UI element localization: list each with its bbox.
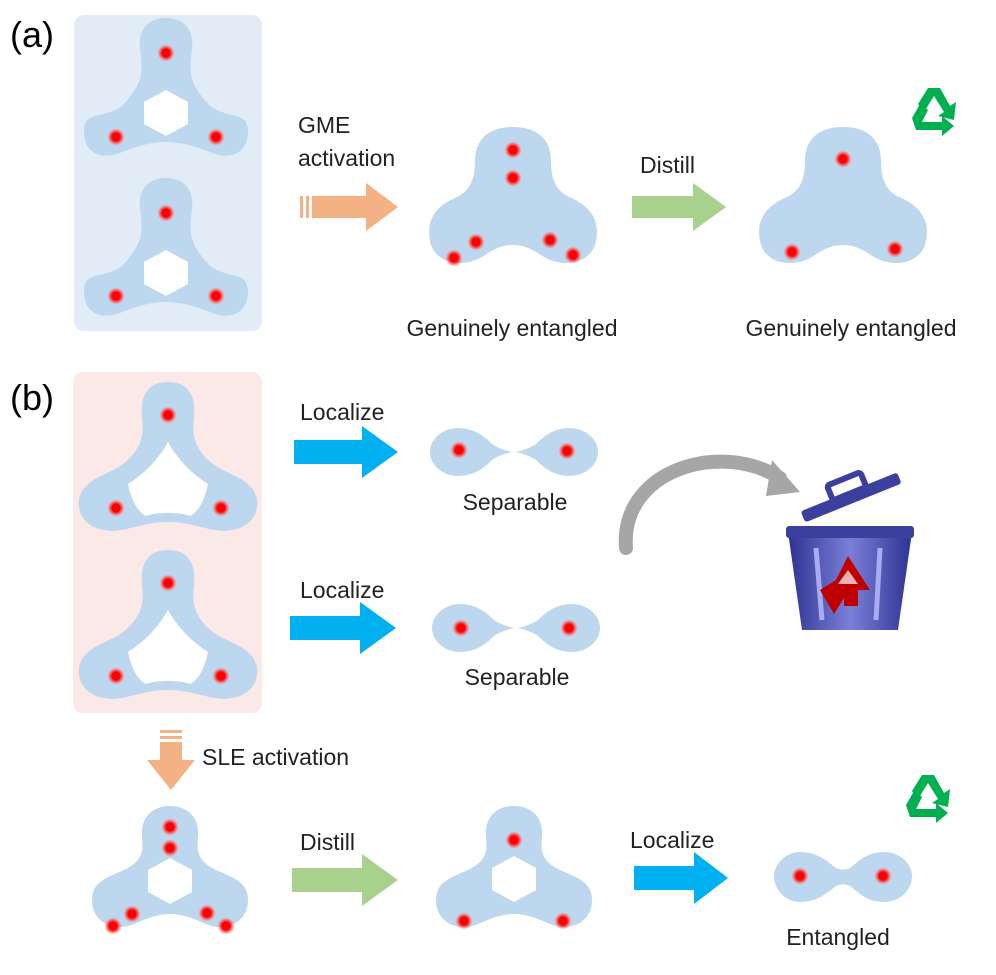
- panel-a-label: (a): [10, 14, 54, 55]
- intermediate-state-a: [429, 127, 597, 264]
- localize-arrow-1: [294, 426, 398, 478]
- entangled-pair: [774, 852, 912, 902]
- particle: [159, 406, 177, 424]
- particle: [560, 619, 578, 637]
- input-state-b-2: [78, 550, 258, 699]
- caption-entangled: Entangled: [786, 924, 890, 950]
- trash-can-icon: [786, 470, 914, 630]
- caption-intermediate-a: Genuinely entangled: [407, 315, 618, 341]
- gme-label-line1: GME: [298, 112, 350, 138]
- panel-b-label: (b): [10, 377, 54, 418]
- particle: [159, 574, 177, 592]
- sle-activation-arrow: [147, 730, 195, 790]
- particle: [217, 917, 235, 935]
- distill-arrow-b: [292, 854, 398, 906]
- particle: [783, 243, 801, 261]
- particle: [107, 499, 125, 517]
- particle: [886, 240, 904, 258]
- input-b-particles: [107, 406, 230, 685]
- particle: [452, 619, 470, 637]
- separable-pair-2: [432, 604, 600, 652]
- distilled-b-particles: [455, 831, 572, 930]
- particle: [107, 128, 125, 146]
- distill-label-a: Distill: [640, 152, 695, 178]
- intermediate-a-particles: [445, 141, 582, 267]
- particle: [467, 233, 485, 251]
- particle: [455, 912, 473, 930]
- input-state-a-1: [84, 18, 248, 156]
- particle: [104, 917, 122, 935]
- particle: [123, 905, 141, 923]
- final-state-a: [759, 127, 927, 264]
- localize-label-2: Localize: [300, 577, 384, 603]
- particle: [445, 249, 463, 267]
- localize-arrow-3: [634, 852, 728, 904]
- particle: [834, 150, 852, 168]
- intermediate-state-b: [92, 806, 248, 927]
- distill-arrow-a: [632, 183, 726, 231]
- particle: [207, 128, 225, 146]
- input-state-a-2: [84, 178, 248, 316]
- particle: [212, 499, 230, 517]
- discard-arrow: [618, 454, 800, 555]
- panel-a: (a) GME activation: [10, 14, 957, 341]
- distilled-state-b: [436, 806, 592, 927]
- localize-arrow-2: [290, 602, 396, 654]
- final-a-particles: [783, 150, 904, 261]
- caption-final-a: Genuinely entangled: [746, 315, 957, 341]
- particle: [107, 667, 125, 685]
- particle: [791, 867, 809, 885]
- particle: [157, 44, 175, 62]
- sle-activation-label: SLE activation: [202, 744, 349, 770]
- panel-b-input-box: [73, 372, 262, 713]
- particle: [541, 231, 559, 249]
- particle: [505, 831, 523, 849]
- particle: [161, 818, 179, 836]
- caption-separable-2: Separable: [465, 664, 570, 690]
- input-a-particles: [107, 44, 225, 305]
- input-state-b-1: [78, 382, 258, 531]
- panel-a-input-box: [74, 15, 262, 331]
- caption-separable-1: Separable: [463, 489, 568, 515]
- distill-label-b: Distill: [300, 829, 355, 855]
- gme-activation-arrow: [300, 183, 398, 231]
- recycle-icon: [912, 88, 956, 136]
- particle: [554, 912, 572, 930]
- particle: [874, 867, 892, 885]
- localize-label-3: Localize: [630, 827, 714, 853]
- particle: [558, 442, 576, 460]
- particle: [198, 904, 216, 922]
- particle: [157, 204, 175, 222]
- particle: [107, 287, 125, 305]
- particle: [161, 839, 179, 857]
- gme-label-line2: activation: [298, 145, 395, 171]
- recycle-icon: [906, 775, 950, 823]
- particle: [450, 441, 468, 459]
- separable-pair-1: [430, 428, 598, 476]
- panel-b: (b) Localize Separable: [10, 372, 950, 950]
- localize-label-1: Localize: [300, 399, 384, 425]
- particle: [212, 667, 230, 685]
- particle: [207, 287, 225, 305]
- particle: [504, 169, 522, 187]
- particle: [504, 141, 522, 159]
- particle: [564, 246, 582, 264]
- intermediate-b-particles: [104, 818, 235, 935]
